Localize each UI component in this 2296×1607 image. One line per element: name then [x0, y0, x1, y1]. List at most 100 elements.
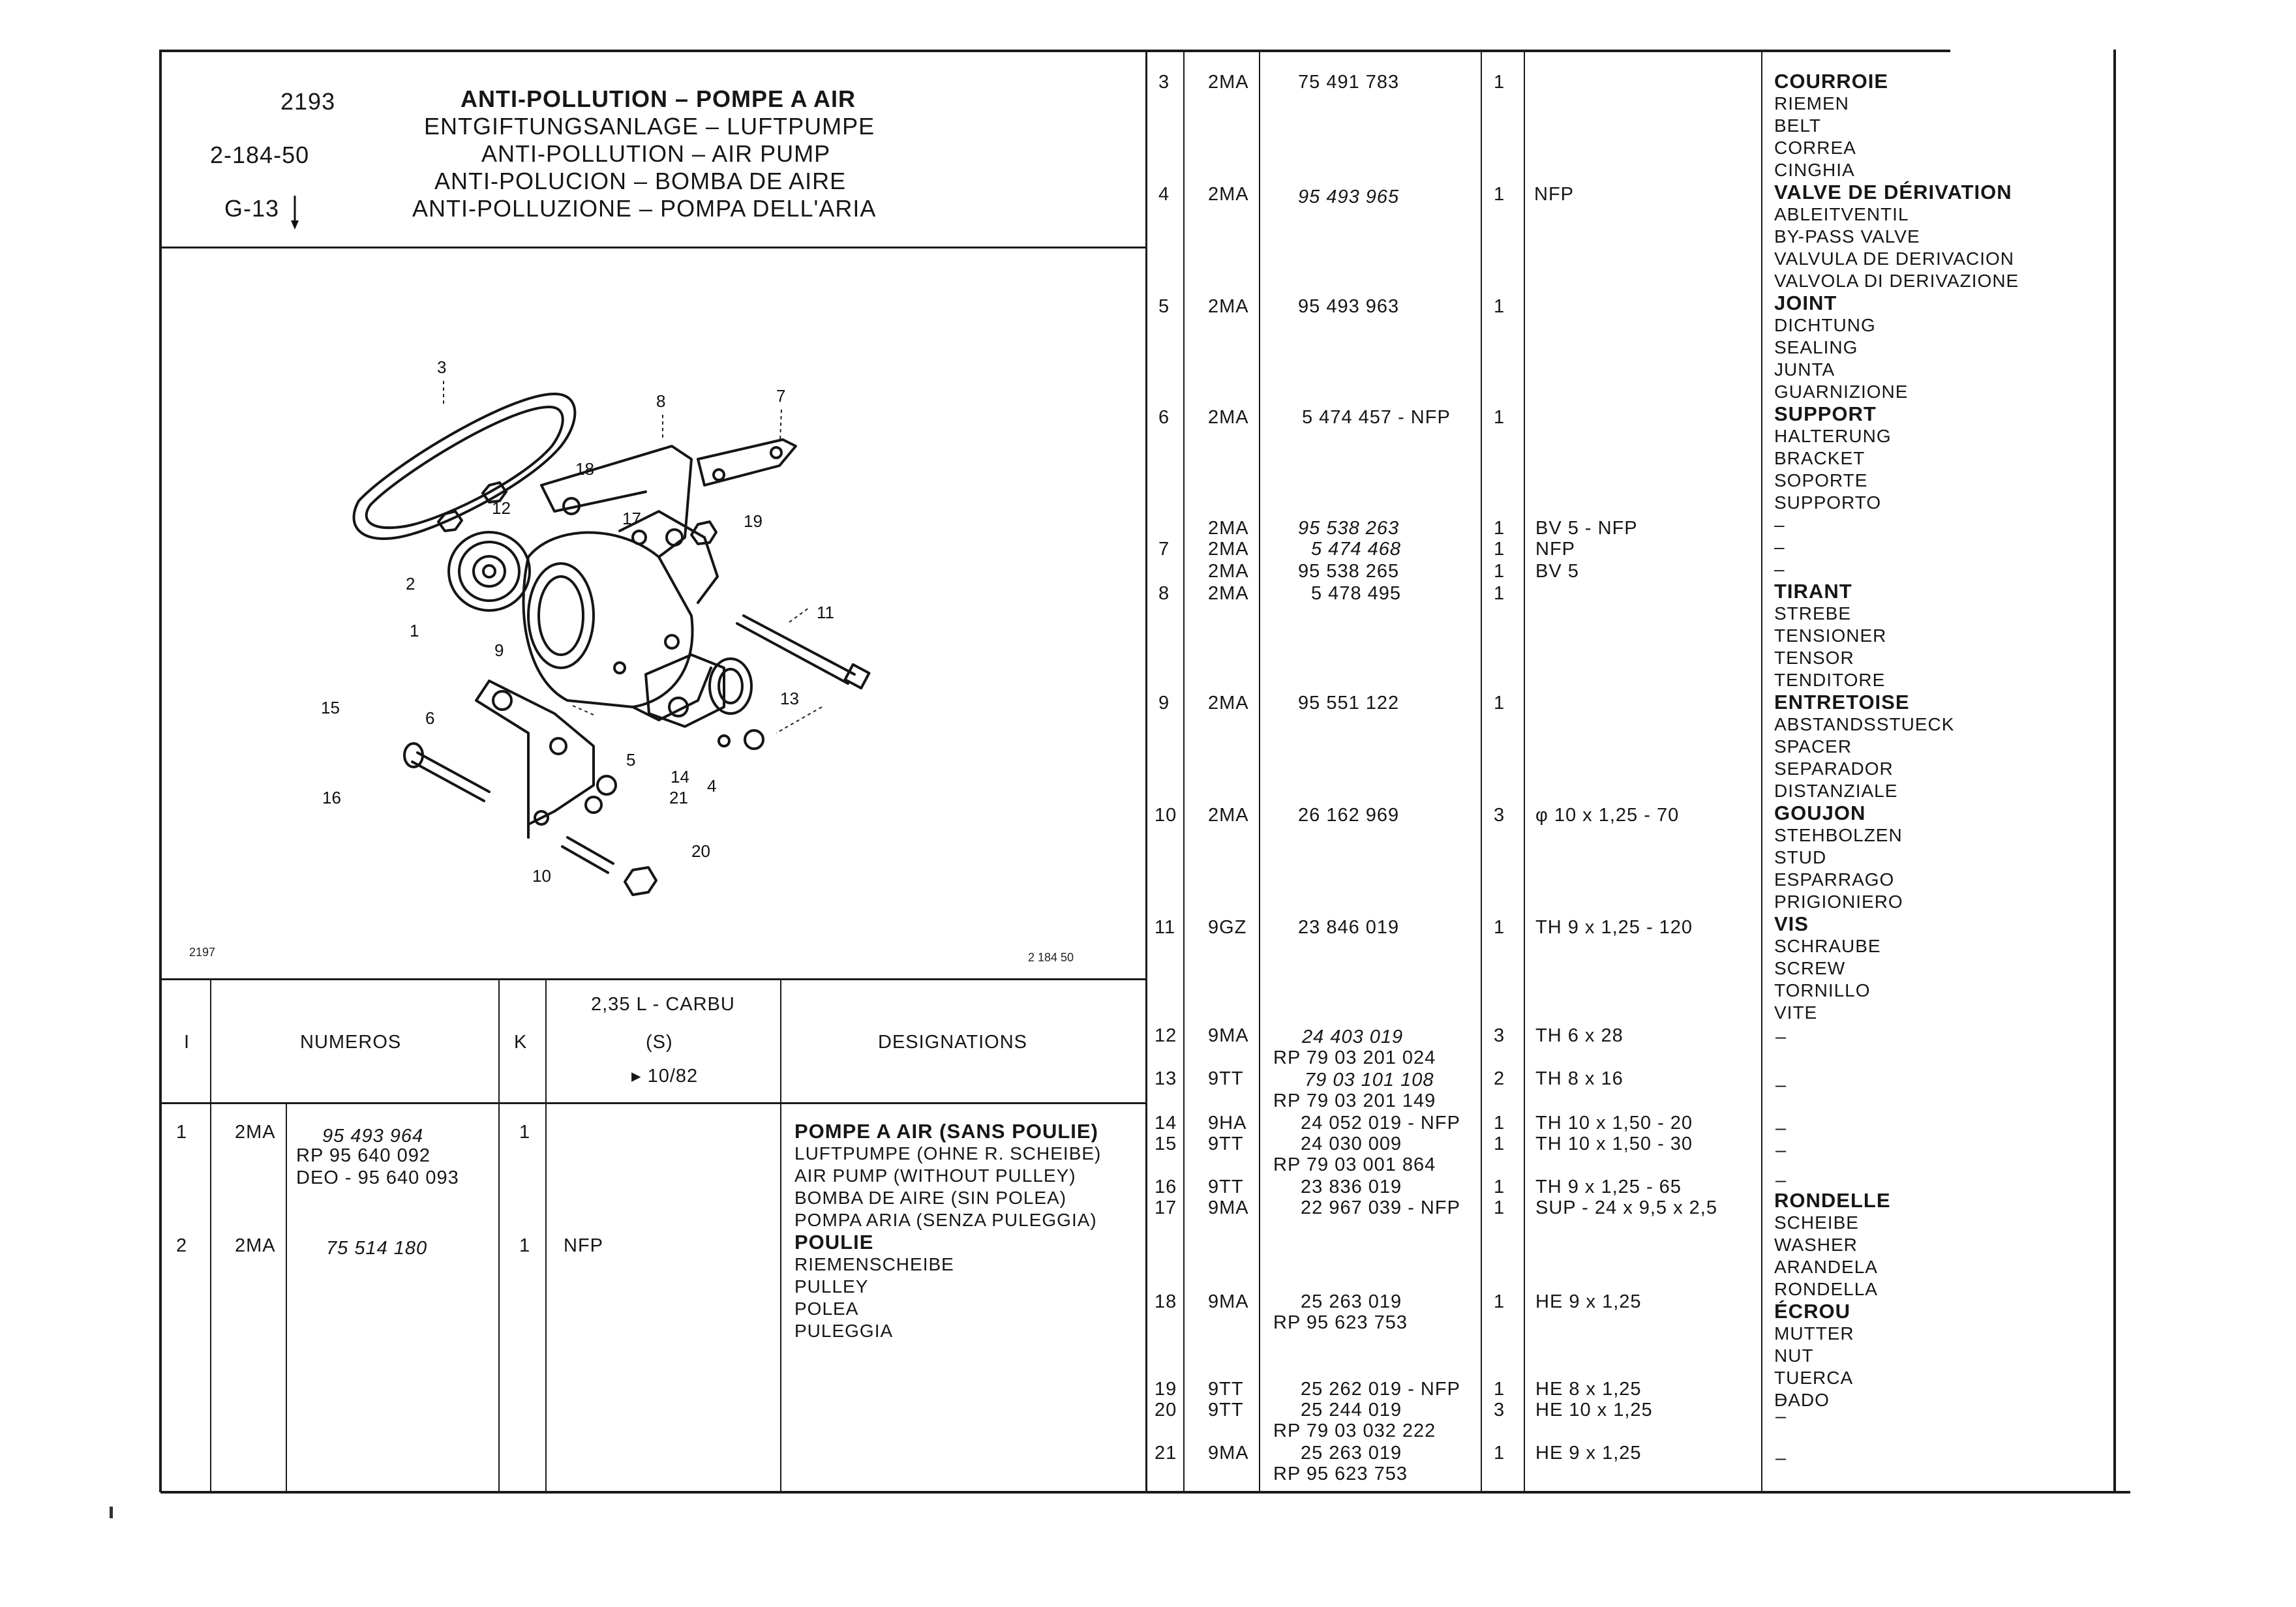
- designation-list: POULIE RIEMENSCHEIBE PULLEY POLEA PULEGG…: [794, 1231, 954, 1342]
- quantity: 3: [1494, 805, 1505, 826]
- group-number: 2193: [280, 88, 336, 115]
- designation: DISTANZIALE: [1774, 781, 1898, 801]
- part-number: 24 030 009: [1301, 1134, 1402, 1154]
- quantity: 1: [519, 1122, 531, 1143]
- part-number: 95 493 964: [322, 1126, 424, 1147]
- part-number-alt: DEO - 95 640 093: [296, 1167, 459, 1188]
- col-header-engine-1: 2,35 L - CARBU: [591, 994, 735, 1015]
- designation: TORNILLO: [1774, 980, 1871, 1000]
- designation: JOINT: [1774, 292, 1837, 314]
- part-number: 95 538 263: [1298, 518, 1400, 539]
- group-code: 9TT: [1208, 1134, 1244, 1154]
- left-col-rule-5: [780, 978, 781, 1492]
- designation-dash: –: [1775, 1406, 1787, 1427]
- designation-dash: –: [1775, 1118, 1787, 1139]
- quantity: 1: [1494, 1443, 1505, 1464]
- designation-dash: –: [1775, 1448, 1787, 1469]
- title-english: ANTI-POLLUTION – AIR PUMP: [481, 140, 831, 167]
- item-number: 9: [1158, 693, 1170, 713]
- figure-number: 2197: [189, 946, 215, 959]
- quantity: 1: [1494, 539, 1505, 560]
- item-number: 16: [1155, 1177, 1177, 1197]
- item-number: 2: [176, 1235, 188, 1256]
- title-french: ANTI-POLLUTION – POMPE A AIR: [461, 85, 856, 112]
- reference-number: 2-184-50: [210, 142, 310, 168]
- designation: PULEGGIA: [794, 1321, 894, 1341]
- designation: POMPA ARIA (SENZA PULEGGIA): [794, 1210, 1097, 1230]
- part-number-alt: RP 95 623 753: [1273, 1312, 1408, 1333]
- callout-21: 21: [669, 788, 688, 807]
- outer-border-top: [160, 50, 1950, 52]
- item-number: 13: [1155, 1068, 1177, 1089]
- item-number: 5: [1158, 296, 1170, 317]
- designation: –: [1774, 537, 1785, 557]
- designation: DICHTUNG: [1774, 315, 1876, 335]
- part-number: 5 474 468: [1311, 539, 1402, 560]
- note: TH 9 x 1,25 - 65: [1535, 1177, 1682, 1197]
- item-number: 10: [1155, 805, 1177, 826]
- designation: ESPARRAGO: [1774, 869, 1895, 890]
- item-number: 3: [1158, 72, 1170, 93]
- designation: SUPPORT: [1774, 402, 1877, 425]
- designation: LUFTPUMPE (OHNE R. SCHEIBE): [794, 1143, 1102, 1164]
- designation-list: POMPE A AIR (SANS POULIE) LUFTPUMPE (OHN…: [794, 1120, 1101, 1231]
- designation: CINGHIA: [1774, 160, 1855, 180]
- callout-3: 3: [437, 357, 446, 377]
- quantity: 1: [1494, 693, 1505, 713]
- quantity: 1: [1494, 518, 1505, 539]
- callout-6: 6: [425, 708, 434, 728]
- callout-2: 2: [406, 574, 415, 593]
- part-number-alt: RP 79 03 201 024: [1273, 1047, 1436, 1068]
- designation: RONDELLA: [1774, 1279, 1878, 1299]
- scan-mark: [110, 1507, 113, 1518]
- item-number: 6: [1158, 407, 1170, 428]
- designation: VALVE DE DÉRIVATION: [1774, 181, 2012, 203]
- quantity: 3: [1494, 1400, 1505, 1420]
- part-number: 95 551 122: [1298, 693, 1400, 713]
- item-number: 14: [1155, 1113, 1177, 1134]
- designation: HALTERUNG: [1774, 426, 1892, 446]
- exploded-view-drawing: 3 8 7 18 12 17 19 2 1 11 9 13 15 6 5 14 …: [163, 250, 1144, 976]
- designation: STEHBOLZEN: [1774, 825, 1903, 845]
- quantity: 1: [1494, 1177, 1505, 1197]
- left-panel-right-rule: [1145, 50, 1147, 1492]
- note: NFP: [1535, 539, 1575, 560]
- note: HE 9 x 1,25: [1535, 1443, 1642, 1464]
- designation: STREBE: [1774, 603, 1852, 623]
- callout-7: 7: [776, 386, 785, 406]
- designation-dash: –: [1775, 1027, 1787, 1047]
- designation: SUPPORTO: [1774, 492, 1882, 513]
- group-code: 2MA: [1208, 407, 1249, 428]
- part-number: 24 052 019 - NFP: [1301, 1113, 1460, 1134]
- note: HE 9 x 1,25: [1535, 1291, 1642, 1312]
- designation: TENSIONER: [1774, 625, 1887, 646]
- designation: POULIE: [794, 1231, 874, 1254]
- part-number: 79 03 101 108: [1305, 1070, 1434, 1090]
- part-number-alt: RP 79 03 032 222: [1273, 1420, 1436, 1441]
- right-col-rule-1: [1183, 50, 1185, 1492]
- right-col-rule-3: [1481, 50, 1482, 1492]
- designation-dash: –: [1775, 1075, 1787, 1096]
- designation: VALVOLA DI DERIVAZIONE: [1774, 271, 2019, 291]
- left-col-rule-4: [545, 978, 547, 1492]
- note: TH 6 x 28: [1535, 1025, 1624, 1046]
- callout-20: 20: [691, 841, 710, 861]
- designation: ARANDELA: [1774, 1257, 1878, 1277]
- quantity: 1: [1494, 561, 1505, 582]
- designation: VIS: [1774, 912, 1809, 935]
- part-number: 95 493 963: [1298, 296, 1400, 317]
- quantity: 1: [1494, 1291, 1505, 1312]
- group-code: 2MA: [1208, 518, 1249, 539]
- designation-list: COURROIE RIEMEN BELT CORREA CINGHIA VALV…: [1774, 70, 2019, 1024]
- part-number-alt: RP 95 640 092: [296, 1145, 430, 1166]
- right-col-rule-2: [1259, 50, 1260, 1492]
- note: φ 10 x 1,25 - 70: [1535, 805, 1680, 826]
- group-code: 9MA: [1208, 1197, 1249, 1218]
- callout-12: 12: [492, 498, 511, 518]
- designation-dash: –: [1775, 1170, 1787, 1191]
- part-number: 25 244 019: [1301, 1400, 1402, 1420]
- title-italian: ANTI-POLLUZIONE – POMPA DELL'ARIA: [412, 195, 877, 222]
- designation: STUD: [1774, 847, 1827, 867]
- callout-9: 9: [494, 640, 504, 660]
- quantity: 1: [1494, 1379, 1505, 1400]
